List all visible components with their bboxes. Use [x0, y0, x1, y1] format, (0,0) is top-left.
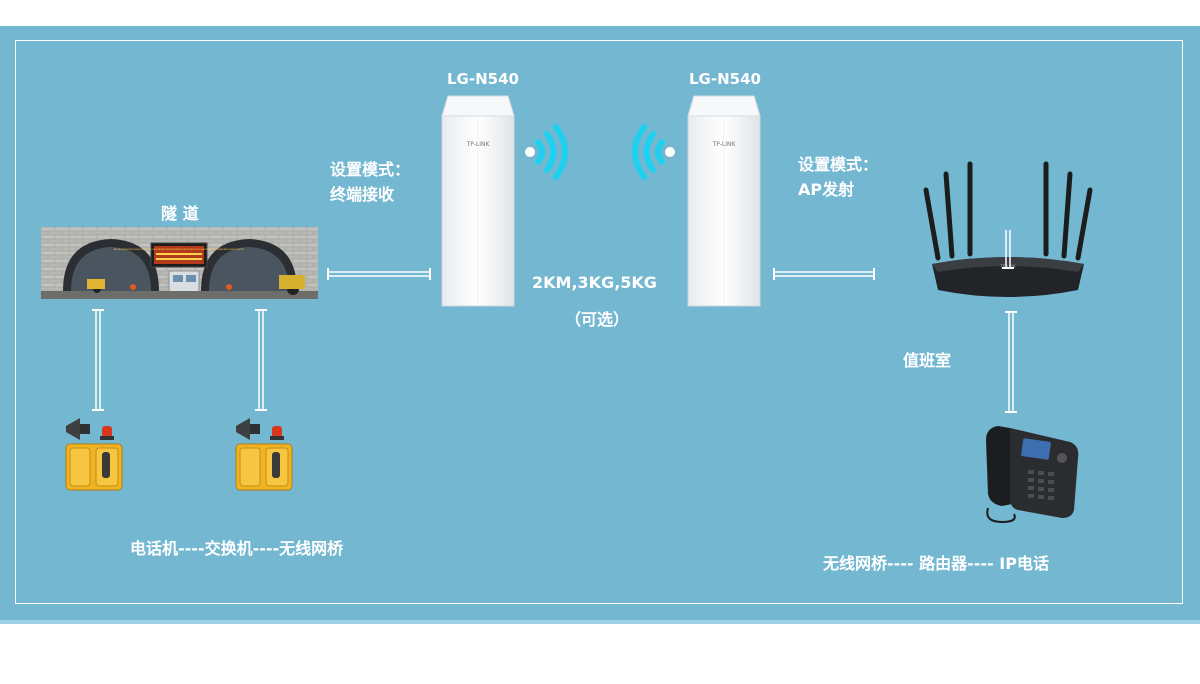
right-chain-caption: 无线网桥---- 路由器---- IP电话 — [823, 554, 1049, 573]
left-bridge-device: TP-LINK — [441, 95, 515, 307]
tunnel-label: 隧 道 — [161, 204, 199, 223]
router-brand: TP-LINK — [999, 264, 1016, 269]
signal-left-icon — [632, 124, 675, 180]
bottom-band — [0, 620, 1200, 624]
right-mode-line2: AP发射 — [798, 180, 855, 199]
left-mode-line2: 终端接收 — [330, 185, 395, 204]
left-mode-line1: 设置模式： — [330, 160, 411, 179]
router-icon: TP-LINK — [923, 161, 1093, 297]
diagram-frame — [15, 40, 1183, 604]
tunnel-to-phone1-connector — [92, 309, 104, 411]
ip-phone-icon — [986, 426, 1079, 524]
left-bridge-brand: TP-LINK — [466, 141, 491, 148]
tunnel-to-bridge-connector — [327, 268, 431, 280]
right-mode-line1: 设置模式： — [798, 155, 879, 174]
tunnel-to-phone2-connector — [255, 309, 267, 411]
emergency-phone-1-icon — [65, 418, 123, 491]
link-optional-note: （可选） — [565, 310, 630, 329]
emergency-phone-2-icon — [235, 418, 293, 491]
signal-right-icon — [525, 124, 568, 180]
right-bridge-model-label: LG-N540 — [689, 70, 761, 88]
left-chain-caption: 电话机----交换机----无线网桥 — [130, 539, 344, 558]
tunnel-image: ABCDEFGHIJKLMNOPQRSTUVWXYZ0123456789ABCD… — [41, 227, 318, 299]
tunnel-display-text: ABCDEFGHIJKLMNOPQRSTUVWXYZ0123456789ABCD… — [114, 248, 245, 251]
left-bridge-model-label: LG-N540 — [447, 70, 519, 88]
router-top-connector — [1002, 230, 1014, 269]
bridge-to-router-connector — [773, 268, 875, 280]
right-bridge-device: TP-LINK — [687, 95, 761, 307]
duty-room-label: 值班室 — [903, 351, 952, 370]
right-bridge-brand: TP-LINK — [712, 141, 737, 148]
router-to-phone-connector — [1005, 311, 1017, 413]
link-distance-label: 2KM,3KG,5KG — [532, 273, 657, 292]
